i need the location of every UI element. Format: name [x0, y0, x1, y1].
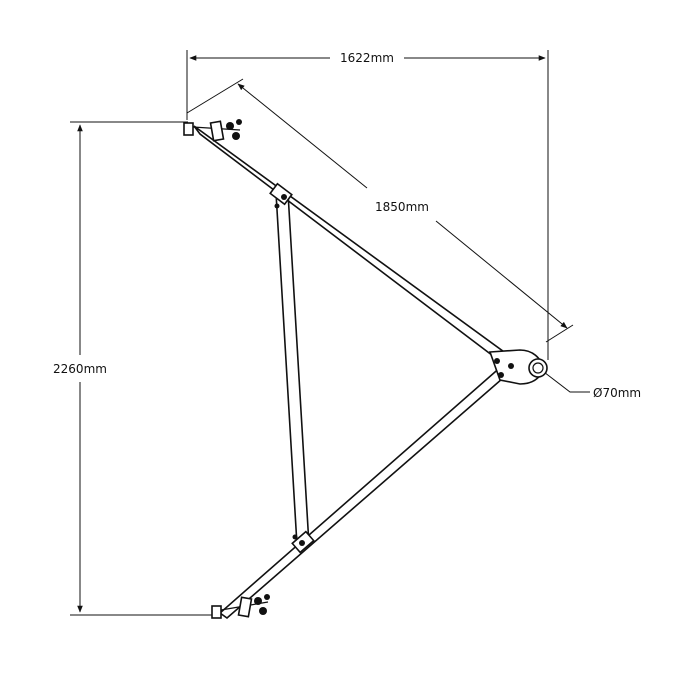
apex-bolt-3 [498, 372, 504, 378]
diameter-leader [539, 368, 590, 393]
upper-strut-nut [274, 203, 280, 209]
lower-strut-nut [292, 534, 298, 540]
bottom-clamp-knob-3 [264, 594, 270, 600]
top-clamp-knob-1 [226, 122, 234, 130]
diameter-dimension: Ø70mm [539, 368, 641, 400]
bottom-wall-clamp [211, 594, 270, 619]
height-label: 2260mm [53, 362, 107, 376]
top-wall-clamp [183, 119, 242, 142]
upper-strut-bolt [281, 194, 287, 200]
diagonal-extension-bottom [545, 324, 574, 343]
top-clamp-knob-3 [236, 119, 242, 125]
lower-arm [218, 363, 512, 620]
diagonal-label: 1850mm [375, 200, 429, 214]
diagonal-dimension: 1850mm [186, 78, 574, 343]
diagonal-arrow-bottom [435, 220, 568, 329]
top-clamp-foot [183, 122, 194, 136]
top-clamp-knob-2 [232, 132, 240, 140]
bottom-clamp-knob-2 [259, 607, 267, 615]
upper-strut-plate [269, 182, 293, 206]
bottom-clamp-block [237, 596, 253, 618]
pole-ring [528, 358, 548, 378]
diameter-label: Ø70mm [593, 386, 641, 400]
diagonal-extension-top [186, 78, 244, 114]
width-label: 1622mm [340, 51, 394, 65]
apex-bolt-2 [508, 363, 514, 369]
lower-strut-bolt [299, 540, 305, 546]
width-dimension: 1622mm [186, 50, 549, 360]
vertical-strut [275, 192, 310, 546]
pole-hole [532, 362, 544, 374]
upper-arm [193, 125, 513, 367]
apex-bolt-1 [494, 358, 500, 364]
diagonal-arrow-top [237, 83, 368, 189]
bottom-clamp-foot [211, 605, 222, 619]
bottom-clamp-knob-1 [254, 597, 262, 605]
bracket-frame [183, 119, 548, 620]
top-clamp-block [209, 120, 225, 142]
height-dimension: 2260mm [53, 121, 215, 616]
